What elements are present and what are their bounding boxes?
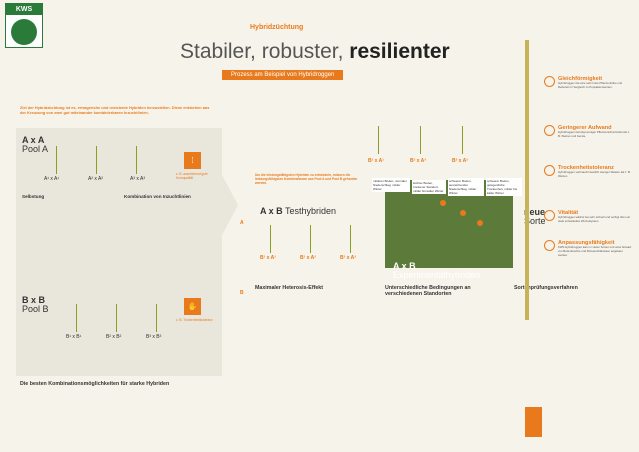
location-pin-icon — [460, 210, 466, 216]
cross-label: A¹ x A¹ — [44, 176, 60, 182]
drought-icon: ✋ — [184, 298, 201, 315]
plant-icon — [310, 225, 315, 253]
testhybrids-title: A x B Testhybriden — [260, 206, 337, 216]
adaptability-icon — [544, 240, 555, 251]
best-combos-heading: Die besten Kombinationsmöglichkeiten für… — [20, 381, 170, 387]
label-b: B — [240, 290, 244, 296]
side-item: Geringerer Aufwand Hybridroggen benötigt… — [544, 125, 633, 139]
intro-text: Ziel der Hybridzüchtung ist es, ertragre… — [20, 105, 210, 116]
pool-a-note: z. B. ausreichend gute Kornqualität — [176, 172, 208, 181]
page-title: Stabiler, robuster, resilienter — [180, 40, 450, 64]
sortenpruefung-heading: Sortenprüfungsverfahren — [514, 285, 578, 291]
logo-emblem — [11, 19, 37, 45]
grain-icon: ⁞ — [184, 152, 201, 169]
process-banner: Prozess am Beispiel von Hybridroggen — [222, 70, 344, 80]
plant-icon — [462, 126, 467, 154]
env-box: mittlerer Boden, normaler Niederschlag, … — [372, 178, 410, 192]
env-box: schwerer Boden, ausreichender Niederschl… — [448, 178, 484, 196]
test-cross-label: B¹ x A² — [300, 255, 316, 261]
plant-icon — [156, 304, 161, 332]
plant-icon — [136, 146, 141, 174]
testhybrids-intro: Um die leistungsfähigsten Hybriden zu en… — [255, 173, 358, 186]
location-pin-icon — [477, 220, 483, 226]
title-bold: resilienter — [349, 40, 450, 63]
vitality-icon — [544, 210, 555, 221]
env-box: schwerer Boden, gelegentliche Trockenhei… — [486, 178, 522, 196]
test-cross-label: B¹ x A¹ — [260, 255, 276, 261]
cross-label: B¹ x B¹ — [66, 334, 82, 340]
effort-icon — [544, 125, 555, 136]
plant-icon — [270, 225, 275, 253]
plant-icon — [420, 126, 425, 154]
location-pin-icon — [440, 200, 446, 206]
top-cross-label: B³ x A² — [452, 158, 468, 164]
plant-icon — [76, 304, 81, 332]
eyebrow: Hybridzüchtung — [250, 24, 304, 31]
side-item: Anpassungsfähigkeit KWS Hybridroggen kan… — [544, 240, 633, 257]
wheat-stalk — [525, 40, 529, 320]
top-cross-label: B² x A³ — [410, 158, 426, 164]
side-item: Trockenheitstoleranz Hybridroggen verbra… — [544, 165, 633, 179]
kombination-title: Kombination von Inzuchtlinien — [124, 194, 191, 199]
test-cross-label: B² x A³ — [340, 255, 356, 261]
drought-tolerance-icon — [544, 165, 555, 176]
cross-label: B² x B² — [106, 334, 122, 340]
plant-icon — [56, 146, 61, 174]
label-a: A — [240, 220, 244, 226]
pool-b-note: z. B. Trockenheitstoleranz — [176, 318, 213, 322]
cross-label: B³ x B³ — [146, 334, 162, 340]
cross-label: A³ x A³ — [130, 176, 146, 182]
cross-label: A² x A² — [88, 176, 104, 182]
plant-icon — [116, 304, 121, 332]
standorte-heading: Unterschiedliche Bedingungen an verschie… — [385, 285, 471, 297]
title-regular: Stabiler, robuster, — [180, 40, 344, 63]
side-item: Gleichförmigkeit Hybridroggen hat eine s… — [544, 76, 633, 90]
uniformity-icon — [544, 76, 555, 87]
logo-text: KWS — [6, 4, 42, 15]
plant-icon — [96, 146, 101, 174]
env-box: leichter Boden, trockener Standort, mild… — [412, 180, 446, 194]
plant-icon — [378, 126, 383, 154]
arrow-shape — [222, 175, 238, 235]
plant-icon — [350, 225, 355, 253]
kws-logo: KWS — [5, 3, 43, 48]
side-item: Vitalität Hybridroggen wächst bei sehr s… — [544, 210, 633, 224]
heterosis-heading: Maximaler Heterosis-Effekt — [255, 285, 324, 291]
seed-bag-icon — [525, 407, 542, 437]
selbstung-title: Selbstung — [22, 194, 45, 199]
top-cross-label: B¹ x A¹ — [368, 158, 384, 164]
